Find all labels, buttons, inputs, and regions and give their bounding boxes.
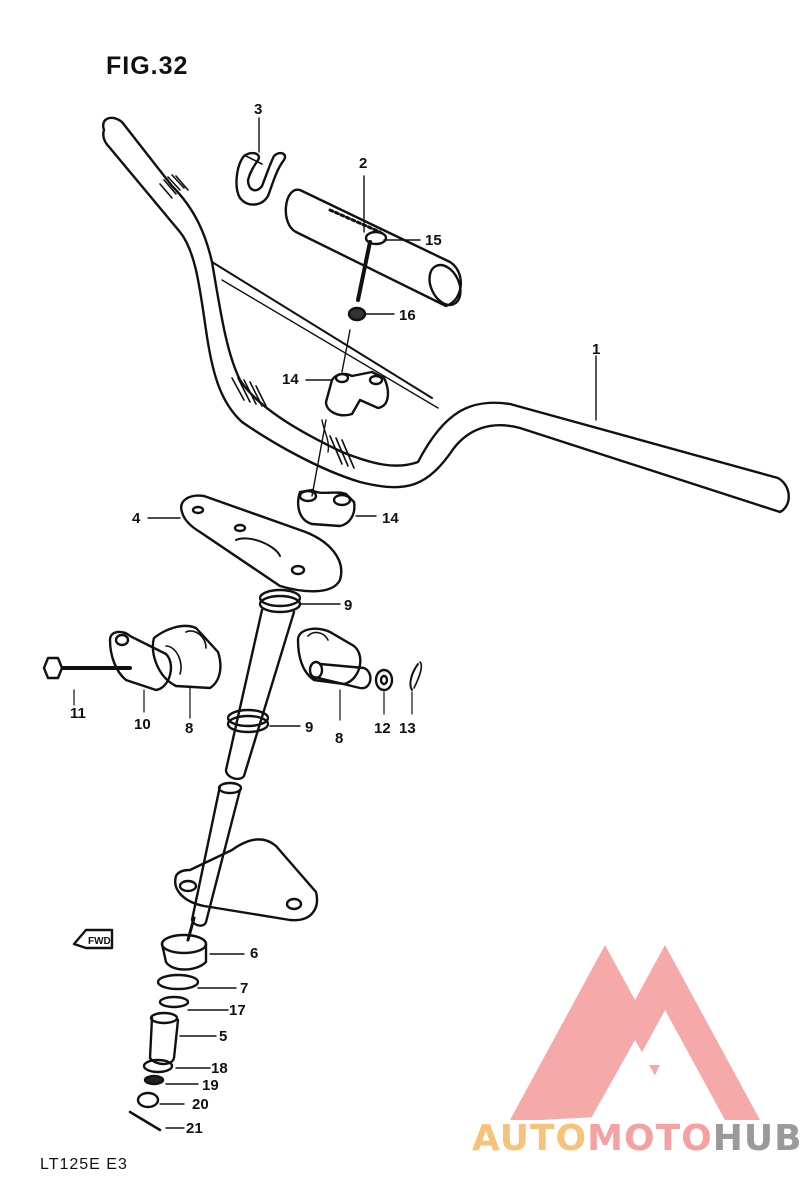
callout-10: 10 <box>134 716 151 733</box>
watermark-moto: MOTO <box>587 1118 713 1159</box>
callout-7: 7 <box>240 980 249 997</box>
forward-arrow-icon: FWD <box>72 928 114 950</box>
callout-8-left: 8 <box>185 720 194 737</box>
grip-part <box>284 188 463 308</box>
callout-2: 2 <box>359 155 368 172</box>
callout-4: 4 <box>132 510 141 527</box>
figure-title: FIG.32 <box>106 52 189 80</box>
fwd-label: FWD <box>88 936 111 947</box>
callout-6: 6 <box>250 945 259 962</box>
automotohub-logo-icon <box>510 945 760 1120</box>
steering-stem-part <box>174 781 319 942</box>
callout-21: 21 <box>186 1120 203 1137</box>
grip-bolt-part <box>356 230 421 302</box>
right-clamp-assembly <box>296 627 423 721</box>
callout-15: 15 <box>425 232 442 249</box>
top-bracket-part <box>147 494 343 593</box>
callout-12: 12 <box>374 720 391 737</box>
callout-5: 5 <box>219 1028 228 1045</box>
callout-14-upper: 14 <box>282 371 299 388</box>
automotohub-watermark: AUTOMOTOHUB <box>472 1118 800 1159</box>
lower-holder-part <box>297 419 377 528</box>
leader-lines <box>258 117 597 453</box>
callout-19: 19 <box>202 1077 219 1094</box>
model-label: LT125E E3 <box>40 1156 128 1173</box>
callout-18: 18 <box>211 1060 228 1077</box>
clip-part <box>235 151 287 206</box>
steering-shaft-part <box>224 588 341 781</box>
lower-bushing-stack <box>128 933 245 1132</box>
watermark-auto: AUTO <box>472 1118 588 1159</box>
upper-holder-part <box>305 329 390 417</box>
callout-8-right: 8 <box>335 730 344 747</box>
left-clamp-assembly <box>42 624 222 719</box>
callout-11: 11 <box>70 705 86 722</box>
callout-20: 20 <box>192 1096 209 1113</box>
callout-9-lower: 9 <box>305 719 314 736</box>
callout-16: 16 <box>399 307 416 324</box>
callout-13: 13 <box>399 720 416 737</box>
callout-3: 3 <box>254 101 263 118</box>
grip-nut-part <box>347 306 395 322</box>
callout-9-upper: 9 <box>344 597 353 614</box>
watermark-hub: HUB <box>712 1118 800 1159</box>
callout-17: 17 <box>229 1002 246 1019</box>
callout-14-lower: 14 <box>382 510 399 527</box>
callout-1: 1 <box>592 341 601 358</box>
handlebar-part <box>102 116 790 514</box>
